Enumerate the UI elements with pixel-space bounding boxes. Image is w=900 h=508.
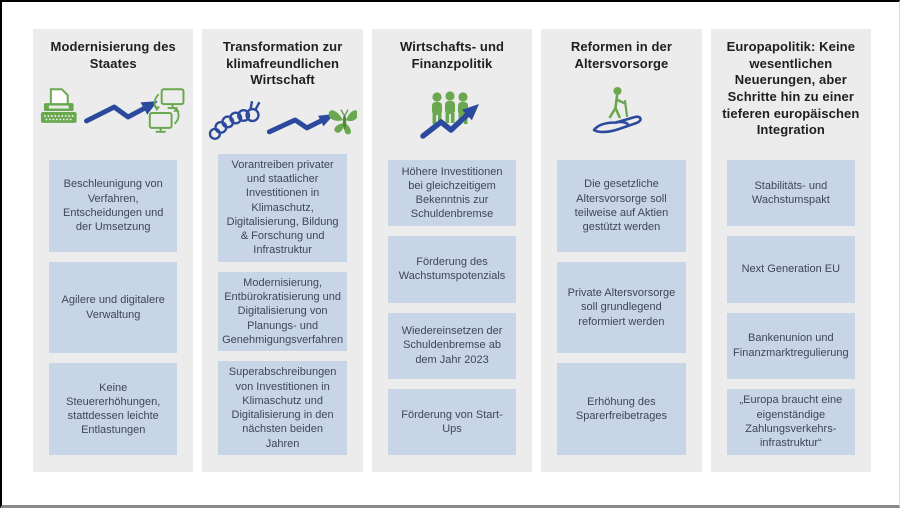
column-title: Reformen in der Altersvorsorge bbox=[570, 39, 673, 71]
column-header: Modernisierung des Staates bbox=[33, 29, 193, 156]
topic-box: Beschleunigung von Verfahren, Entscheidu… bbox=[49, 160, 178, 252]
column-boxes: Höhere Investitionen bei gleichzeitigem … bbox=[372, 156, 532, 472]
topic-box: Die gesetzliche Altersvorsorge soll teil… bbox=[557, 160, 686, 252]
topic-box: Next Generation EU bbox=[726, 236, 856, 303]
column-header: Europapolitik: Keine wesentlichen Neueru… bbox=[711, 29, 871, 156]
topic-box: Höhere Investitionen bei gleichzeitigem … bbox=[387, 160, 517, 227]
column-title: Modernisierung des Staates bbox=[50, 39, 176, 71]
column-europapolitik: Europapolitik: Keine wesentlichen Neueru… bbox=[710, 29, 872, 472]
topic-box: Bankenunion und Finanzmarktregulierung bbox=[726, 312, 856, 379]
column-header: Reformen in der Altersvorsorge bbox=[541, 29, 701, 156]
topic-box: Erhöhung des Sparerfreibetrages bbox=[557, 363, 686, 456]
column-title: Wirtschafts- und Finanzpolitik bbox=[399, 39, 505, 71]
topic-box: Superabschreibungen von Investitionen in… bbox=[218, 361, 347, 455]
column-wirtschafts-finanzpolitik: Wirtschafts- und Finanzpolitik bbox=[371, 29, 533, 472]
people-growth-arrow-icon bbox=[378, 72, 526, 154]
topic-box: Modernisierung, Entbürokratisierung und … bbox=[218, 271, 347, 352]
topic-box: Förderung von Start-Ups bbox=[387, 388, 517, 455]
column-transformation-wirtschaft: Transformation zur klimafreundlichen Wir… bbox=[202, 29, 363, 472]
topic-box: Keine Steuererhöhungen, stattdessen leic… bbox=[49, 363, 178, 456]
column-header: Wirtschafts- und Finanzpolitik bbox=[372, 29, 532, 156]
column-boxes: Vorantreiben privater und staatlicher In… bbox=[202, 150, 362, 472]
topic-box: Förderung des Wachstumspotenzials bbox=[387, 236, 517, 303]
senior-on-hand-icon bbox=[547, 72, 695, 154]
column-header: Transformation zur klimafreundlichen Wir… bbox=[202, 29, 362, 150]
column-boxes: Die gesetzliche Altersvorsorge soll teil… bbox=[541, 156, 701, 472]
column-title: Transformation zur klimafreundlichen Wir… bbox=[222, 39, 343, 88]
topic-box: Wiedereinsetzen der Schuldenbremse ab de… bbox=[387, 312, 517, 379]
column-reformen-altersvorsorge: Reformen in der Altersvorsorge bbox=[541, 29, 702, 472]
column-boxes: Stabilitäts- und Wachstumspakt Next Gene… bbox=[711, 156, 871, 472]
topic-box: Vorantreiben privater und staatlicher In… bbox=[218, 153, 347, 262]
columns-board: Modernisierung des Staates bbox=[33, 29, 872, 472]
column-title: Europapolitik: Keine wesentlichen Neueru… bbox=[722, 39, 860, 138]
column-boxes: Beschleunigung von Verfahren, Entscheidu… bbox=[33, 156, 193, 472]
topic-box: Stabilitäts- und Wachstumspakt bbox=[726, 160, 856, 227]
column-modernisierung-des-staates: Modernisierung des Staates bbox=[33, 29, 194, 472]
typewriter-to-digital-icon bbox=[39, 72, 187, 154]
caterpillar-to-butterfly-icon bbox=[208, 89, 357, 148]
topic-box: „Europa braucht eine eigenständige Zahlu… bbox=[726, 388, 856, 455]
topic-box: Agilere und digitalere Verwaltung bbox=[49, 261, 178, 354]
topic-box: Private Altersvorsorge soll grundlegend … bbox=[557, 261, 686, 354]
